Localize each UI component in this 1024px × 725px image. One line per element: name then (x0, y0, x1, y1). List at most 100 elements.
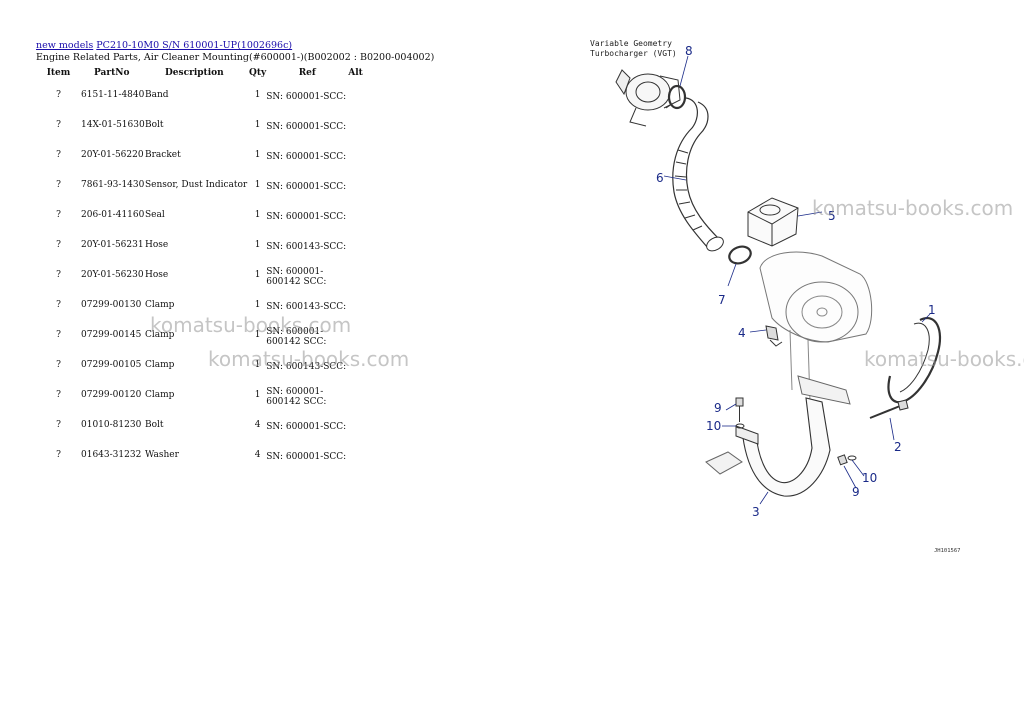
cell-alt (348, 320, 378, 350)
air-cleaner-drawing (759, 251, 873, 403)
cell-item: ? (56, 150, 61, 160)
column-header-ref: Ref (298, 68, 316, 78)
cell-alt (348, 290, 378, 320)
bracket-3-drawing (705, 375, 851, 497)
cell-partno: 07299-00145 (81, 330, 142, 340)
parts-table: Item PartNo Description Qty Ref Alt ? 615… (36, 66, 378, 470)
cell-ref: SN: 600001-SCC: (266, 152, 347, 162)
exploded-parts-diagram: Variable Geometry Turbocharger (VGT) 8 6… (590, 39, 961, 554)
cell-partno: 07299-00130 (81, 300, 142, 310)
column-header-partno: PartNo (94, 68, 130, 78)
cell-alt (348, 260, 378, 290)
cell-qty: 1 (254, 270, 261, 280)
cell-ref: SN: 600001-SCC: (266, 212, 347, 222)
callout-9: 9 (714, 401, 722, 415)
cell-qty: 1 (254, 150, 261, 160)
cell-partno: 14X-01-51630 (81, 120, 145, 130)
cell-alt (348, 200, 378, 230)
breadcrumb-link-new-models[interactable]: new models (36, 40, 94, 51)
cell-alt (348, 410, 378, 440)
column-header-description: Description (165, 68, 224, 78)
bolt-2-drawing (869, 399, 909, 419)
cell-partno: 07299-00105 (81, 360, 142, 370)
cell-description: Clamp (145, 330, 175, 340)
cell-description: Washer (145, 450, 179, 460)
cell-alt (348, 170, 378, 200)
cell-partno: 6151-11-4840 (81, 90, 145, 100)
cell-description: Clamp (145, 360, 175, 370)
cell-qty: 1 (254, 390, 261, 400)
callout-4: 4 (738, 326, 746, 340)
cell-alt (348, 380, 378, 410)
cell-alt (348, 80, 378, 110)
cell-qty: 1 (254, 300, 261, 310)
cell-qty: 4 (254, 450, 261, 460)
cell-ref: SN: 600001-SCC: (266, 92, 347, 102)
cell-item: ? (56, 270, 61, 280)
cell-partno: 206-01-41160 (81, 210, 145, 220)
cell-partno: 7861-93-1430 (81, 180, 145, 190)
cell-item: ? (56, 90, 61, 100)
drawing-code: JH101567 (934, 548, 961, 554)
cell-partno: 07299-00120 (81, 390, 142, 400)
diagram-caption: Variable Geometry (590, 39, 672, 48)
cell-qty: 1 (254, 120, 261, 130)
cell-item: ? (56, 390, 61, 400)
callout-5: 5 (828, 209, 836, 223)
seal-5-drawing (747, 197, 799, 247)
clamp-8-drawing (665, 84, 687, 110)
callout-10: 10 (706, 419, 721, 433)
cell-description: Bracket (145, 150, 181, 160)
cell-ref: SN: 600143-SCC: (266, 302, 347, 312)
cell-partno: 20Y-01-56230 (81, 270, 144, 280)
breadcrumb-link-model[interactable]: PC210-10M0 S/N 610001-UP(1002696c) (96, 40, 293, 51)
cell-ref: SN: 600001-SCC: (266, 452, 347, 462)
column-header-alt: Alt (348, 68, 363, 78)
turbocharger-drawing (615, 69, 681, 127)
cell-ref: SN: 600001-SCC: (266, 122, 347, 132)
leader-lines (663, 55, 931, 505)
callout-10: 10 (862, 471, 877, 485)
cell-item: ? (56, 210, 61, 220)
cell-qty: 1 (254, 240, 261, 250)
column-header-item: Item (46, 68, 71, 78)
cell-description: Band (145, 90, 169, 100)
cell-description: Clamp (145, 390, 175, 400)
cell-description: Bolt (145, 120, 164, 130)
cell-ref: SN: 600143-SCC: (266, 362, 347, 372)
cell-description: Bolt (145, 420, 164, 430)
cell-description: Seal (145, 210, 165, 220)
callout-1: 1 (928, 303, 936, 317)
cell-alt (348, 350, 378, 380)
callout-3: 3 (752, 505, 760, 519)
clamp-7-drawing (728, 245, 752, 265)
cell-qty: 1 (254, 330, 261, 340)
fastener-drawing (735, 397, 857, 466)
band-1-drawing (887, 317, 942, 404)
cell-description: Hose (145, 240, 169, 250)
cell-item: ? (56, 360, 61, 370)
cell-item: ? (56, 120, 61, 130)
cell-alt (348, 110, 378, 140)
cell-partno: 20Y-01-56220 (81, 150, 144, 160)
cell-item: ? (56, 450, 61, 460)
breadcrumb: new models PC210-10M0 S/N 610001-UP(1002… (36, 40, 476, 52)
cell-description: Clamp (145, 300, 175, 310)
column-header-qty: Qty (249, 68, 267, 78)
cell-qty: 4 (254, 420, 261, 430)
cell-qty: 1 (254, 360, 261, 370)
cell-ref: SN: 600001-600142 SCC: (266, 267, 327, 287)
callout-2: 2 (894, 440, 902, 454)
cell-item: ? (56, 330, 61, 340)
